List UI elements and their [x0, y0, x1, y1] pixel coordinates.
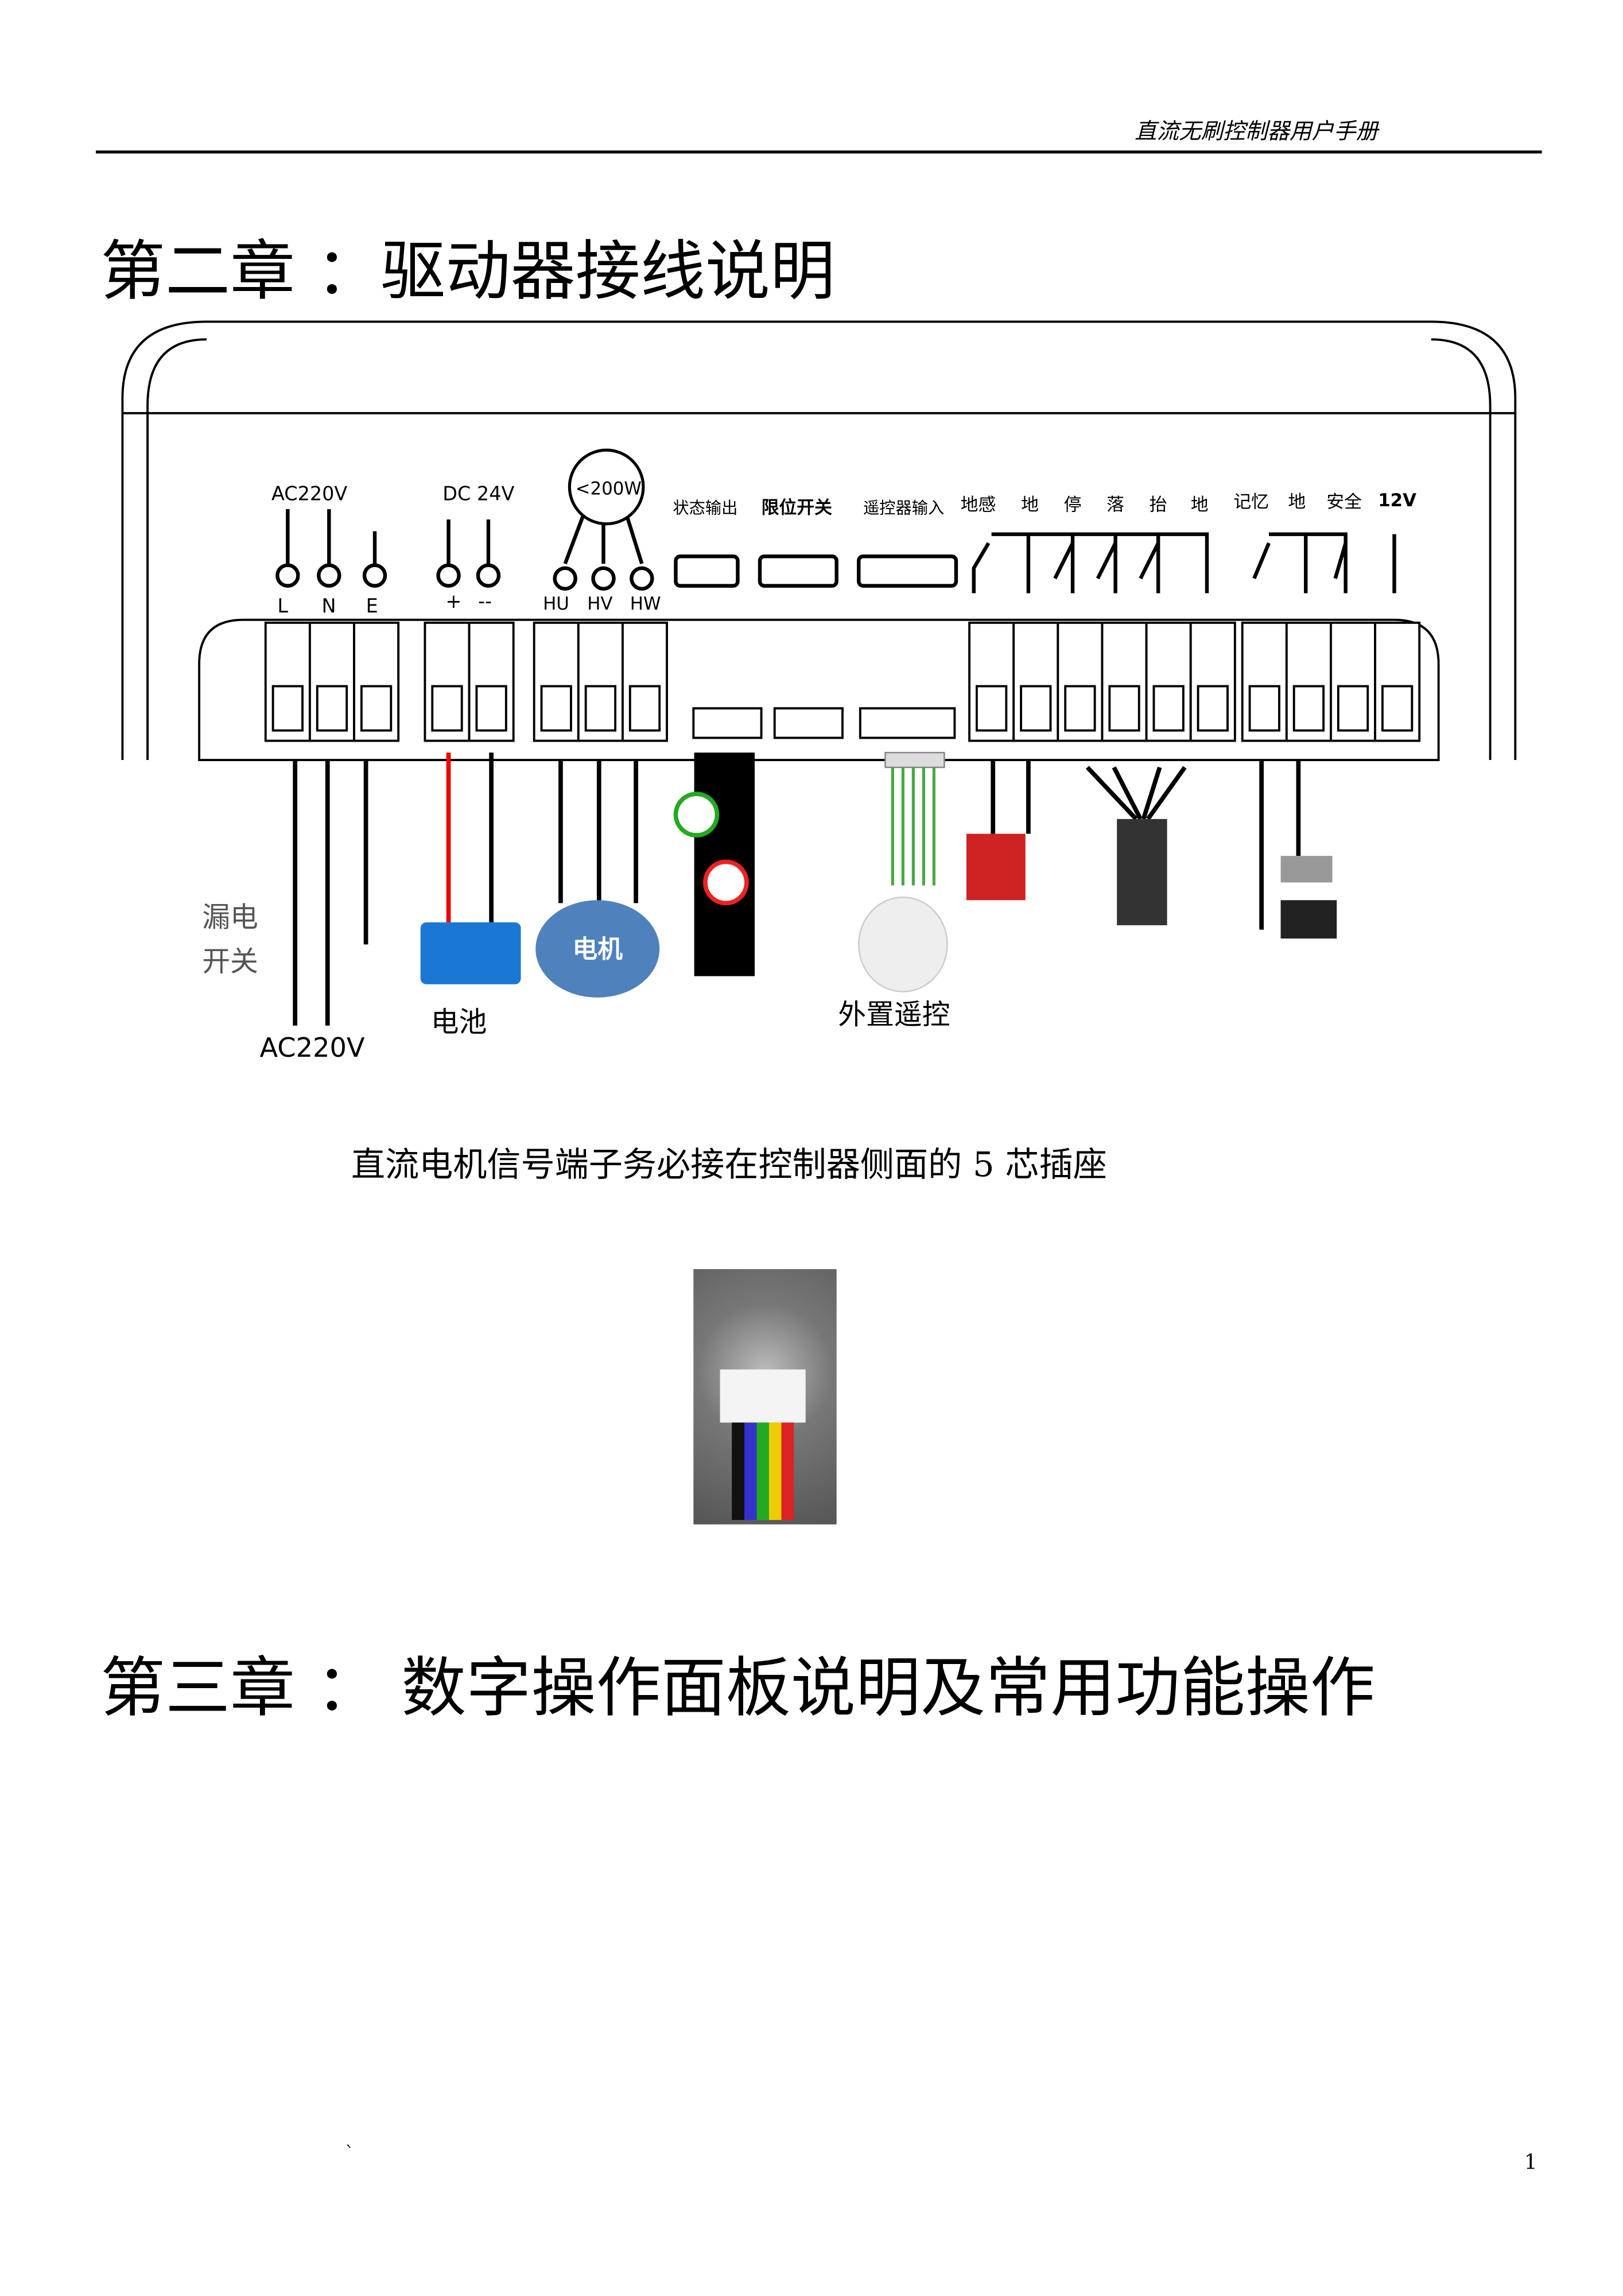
svg-text:电机: 电机 — [573, 935, 623, 964]
svg-text:--: -- — [478, 590, 492, 612]
battery-icon — [420, 922, 521, 984]
loop-detector-icon — [966, 833, 1026, 901]
svg-text:状态输出: 状态输出 — [673, 499, 737, 518]
button-station-icon — [1117, 819, 1167, 925]
svg-text:地: 地 — [1288, 491, 1306, 512]
svg-text:L: L — [277, 595, 288, 617]
svg-text:记忆: 记忆 — [1233, 491, 1269, 512]
ac220v-label: AC220V — [271, 483, 347, 505]
svg-text:停: 停 — [1064, 495, 1082, 515]
connector-photo — [693, 1269, 837, 1525]
terminal-blocks — [264, 621, 1421, 742]
connector-socket — [692, 707, 763, 739]
green-lamp-icon — [673, 792, 720, 837]
svg-text:地感: 地感 — [961, 495, 996, 515]
svg-text:遥控器输入: 遥控器输入 — [863, 499, 944, 518]
caption: 直流电机信号端子务必接在控制器侧面的 5 芯插座 — [351, 1146, 1107, 1185]
svg-text:落: 落 — [1106, 495, 1124, 515]
svg-text:地: 地 — [1191, 495, 1209, 515]
connector-socket — [859, 707, 956, 739]
chapter-2-title: 第二章 ：驱动器接线说明 — [100, 234, 836, 310]
page-number: 1 — [1524, 2151, 1537, 2175]
svg-text:限位开关: 限位开关 — [762, 498, 833, 518]
chapter-3-title: 第三章 ： 数字操作面板说明及常用功能操作 — [100, 1651, 1376, 1727]
header-rule — [96, 150, 1542, 153]
dc24v-label: DC 24V — [442, 483, 514, 505]
svg-text:12V: 12V — [1378, 490, 1416, 511]
remote-receiver-icon — [857, 896, 948, 992]
svg-text:开关: 开关 — [202, 945, 258, 978]
svg-text:+: + — [445, 590, 461, 612]
connector-socket — [773, 707, 844, 739]
svg-text:漏电: 漏电 — [202, 901, 258, 934]
running-header: 直流无刷控制器用户手册 — [1134, 118, 1379, 145]
svg-text:抬: 抬 — [1150, 495, 1167, 515]
svg-text:安全: 安全 — [1326, 491, 1362, 512]
svg-text:地: 地 — [1021, 495, 1039, 515]
svg-text:N: N — [321, 595, 336, 617]
svg-text:外置遥控: 外置遥控 — [838, 998, 950, 1031]
svg-text:电池: 电池 — [431, 1006, 487, 1038]
svg-text:AC220V: AC220V — [259, 1032, 364, 1063]
motor-icon — [535, 900, 660, 998]
svg-text:HU: HU — [543, 594, 569, 614]
camera-icon — [1280, 856, 1333, 883]
red-lamp-icon — [703, 859, 749, 906]
stray-mark: ` — [345, 2142, 355, 2163]
svg-text:HW: HW — [630, 594, 661, 614]
svg-text:E: E — [366, 595, 378, 617]
motor-power-label: <200W — [576, 478, 642, 499]
wiring-diagram: AC220V DC 24V <200W L N E + -- HU HV HW … — [121, 320, 1517, 1063]
svg-text:HV: HV — [587, 594, 612, 614]
